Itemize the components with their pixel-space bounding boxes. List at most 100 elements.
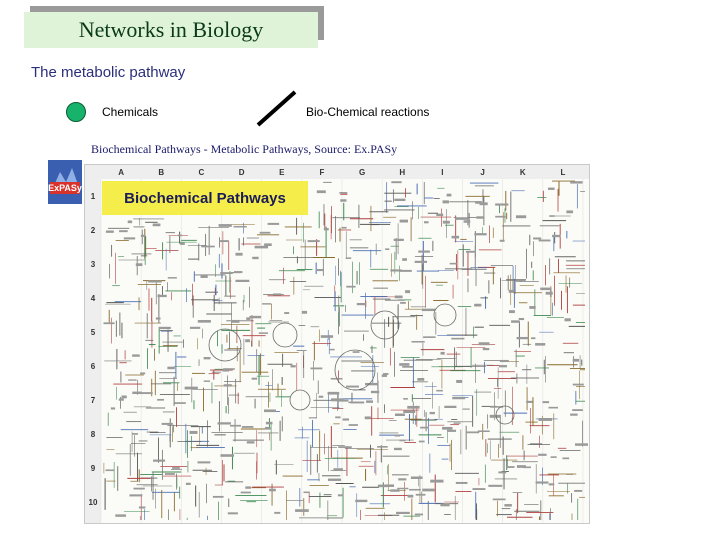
metabolite-label-mark [444,405,457,409]
metabolite-label-mark [399,219,408,223]
metabolite-label-mark [342,418,350,421]
metabolite-label-mark [535,481,549,484]
metabolite-label-mark [264,243,272,247]
metabolite-label-mark [265,426,271,430]
metabolite-label-mark [465,431,480,434]
slide-title-box: Networks in Biology [24,6,324,48]
metabolite-label-mark [440,351,445,355]
metabolite-label-mark [189,430,198,434]
map-row-label: 8 [91,430,96,439]
expasy-logo-icon: ExPASy [48,160,82,204]
metabolite-label-mark [393,238,404,241]
metabolite-label-mark [327,391,340,395]
metabolite-label-mark [158,326,171,330]
metabolite-label-mark [365,382,379,386]
metabolite-label-mark [397,487,409,490]
metabolite-label-mark [231,319,240,323]
metabolite-label-mark [402,365,414,368]
metabolite-label-mark [476,216,485,219]
metabolite-label-mark [132,433,138,435]
metabolite-label-mark [436,389,443,392]
metabolite-label-mark [345,257,352,259]
metabolite-label-mark [180,242,185,245]
metabolite-label-mark [499,239,505,242]
reaction-edge-icon [256,90,297,127]
metabolite-label-mark [390,269,402,272]
metabolite-label-mark [229,424,241,427]
metabolite-label-mark [394,295,403,299]
metabolite-label-mark [370,390,380,394]
metabolite-label-mark [188,258,199,260]
metabolite-label-mark [429,411,435,415]
metabolite-label-mark [410,476,423,479]
metabolite-label-mark [552,234,561,238]
metabolite-label-mark [535,343,546,346]
metabolite-label-mark [140,372,146,375]
metabolite-label-mark [320,335,334,338]
metabolite-label-mark [148,280,162,283]
metabolite-label-mark [233,271,243,274]
metabolite-label-mark [402,258,407,261]
metabolite-label-mark [394,447,402,451]
metabolite-label-mark [475,201,482,204]
metabolite-label-mark [421,308,436,312]
pathway-cycle [289,389,311,411]
metabolite-label-mark [548,483,555,486]
metabolite-label-mark [394,198,406,202]
metabolite-label-mark [115,514,126,517]
metabolite-label-mark [451,235,460,239]
map-row-label: 7 [91,396,96,405]
metabolite-label-mark [506,466,515,468]
metabolite-label-mark [499,359,509,363]
metabolite-label-mark [219,240,229,243]
pathway-cycle [370,310,400,340]
metabolite-label-mark [490,406,504,408]
metabolite-label-mark [564,318,571,322]
pathway-cycle [272,322,298,348]
metabolite-label-mark [538,453,547,456]
metabolite-label-mark [177,234,183,237]
metabolite-label-mark [346,285,356,288]
metabolite-label-mark [391,181,402,184]
metabolite-label-mark [442,426,453,430]
metabolite-label-mark [538,239,551,242]
metabolite-label-mark [547,187,555,190]
metabolite-label-mark [396,511,410,515]
metabolite-label-mark [562,457,570,460]
metabolite-label-mark [316,269,325,272]
metabolite-label-mark [574,489,583,492]
legend-reactions-label: Bio-Chemical reactions [306,105,430,119]
metabolite-label-mark [220,454,235,457]
metabolite-label-mark [545,291,553,295]
map-column-label: G [359,168,365,177]
metabolite-label-mark [233,225,247,228]
metabolite-label-mark [220,272,233,274]
map-row-label: 9 [91,464,96,473]
metabolite-label-mark [533,237,542,240]
metabolite-label-mark [407,494,414,498]
metabolite-label-mark [498,471,507,474]
metabolite-label-mark [235,252,243,256]
map-row-label: 5 [91,328,96,337]
metabolite-label-mark [203,357,211,360]
metabolite-label-mark [508,289,515,293]
map-row-label: 4 [91,294,96,303]
map-row-label: 6 [91,362,96,371]
metabolite-label-mark [245,486,251,489]
metabolite-label-mark [400,301,406,304]
map-column-label: I [441,168,443,177]
metabolite-label-mark [341,226,347,229]
metabolite-label-mark [214,433,226,436]
metabolite-label-mark [161,422,173,425]
chemical-node-icon [66,102,86,122]
metabolite-label-mark [189,326,201,329]
metabolite-label-mark [316,190,326,194]
metabolite-label-mark [164,473,175,475]
metabolite-label-mark [355,499,368,503]
metabolite-label-mark [498,365,507,368]
metabolite-label-mark [515,215,527,219]
metabolite-label-mark [377,446,388,448]
metabolite-label-mark [442,200,449,204]
